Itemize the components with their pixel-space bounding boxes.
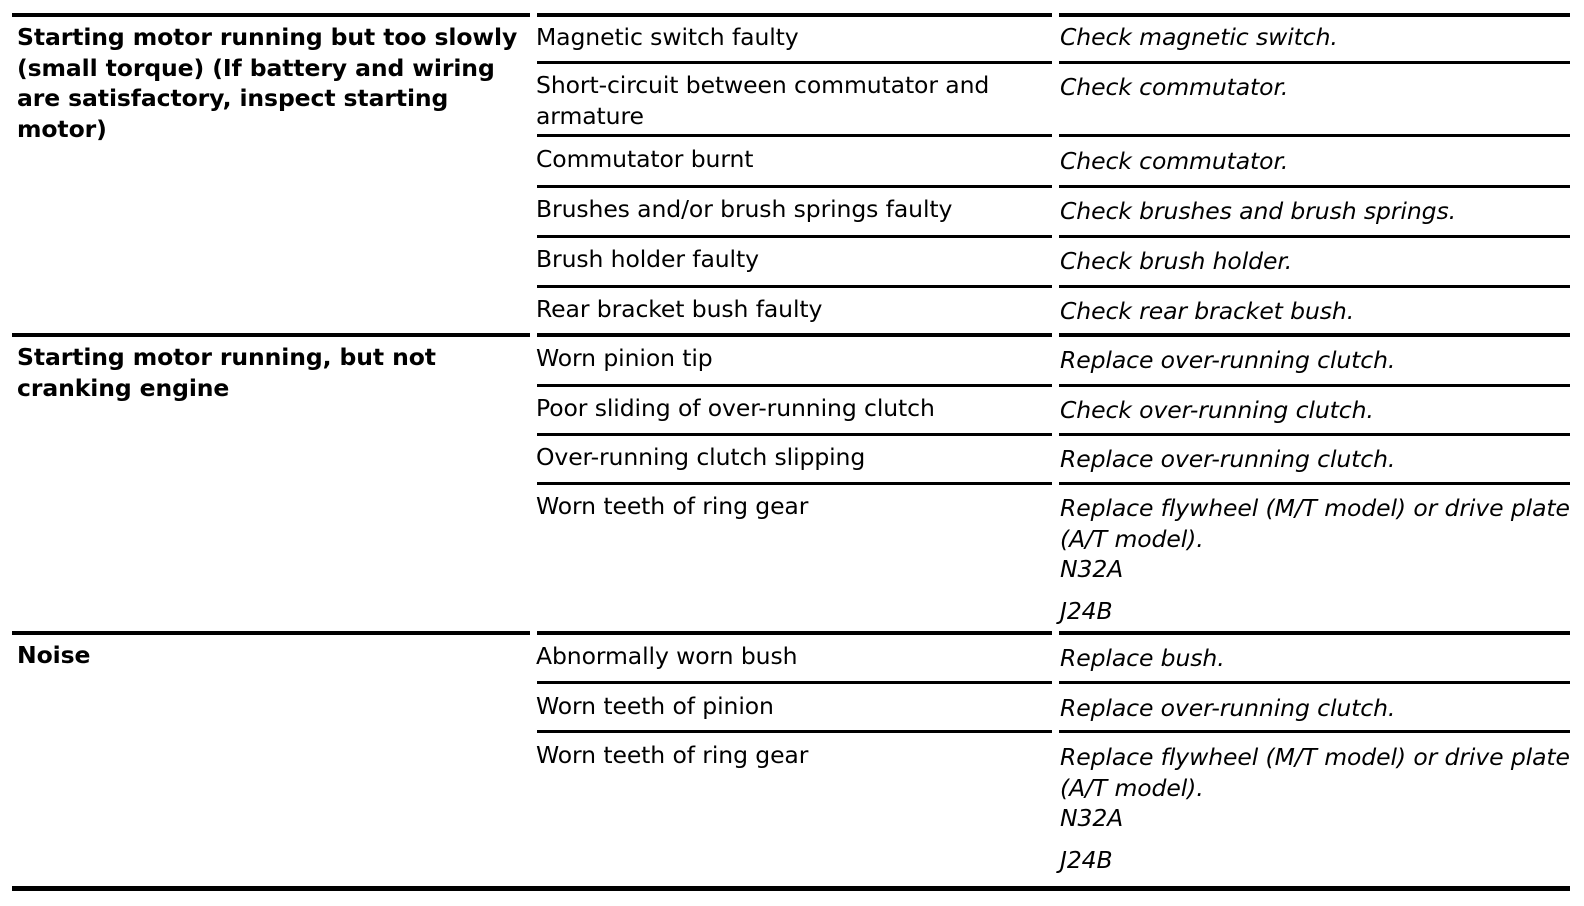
- section-divider: [12, 333, 530, 337]
- cause-cell-7: Worn pinion tip: [536, 344, 713, 372]
- row-separator: [537, 482, 1052, 485]
- row-separator: [537, 235, 1052, 238]
- action-text: Replace flywheel (M/T model) or drive pl…: [1060, 743, 1570, 802]
- symptom-cell-1: Starting motor running but too slowly (s…: [17, 23, 518, 143]
- row-separator: [537, 185, 1052, 188]
- row-separator: [537, 730, 1052, 733]
- table-bottom-rule: [12, 886, 1570, 891]
- section-divider: [1059, 333, 1570, 337]
- symptom-cell-3: Noise: [17, 641, 91, 669]
- row-separator: [1059, 61, 1570, 64]
- cause-cell-6: Rear bracket bush faulty: [536, 295, 823, 323]
- action-cell-11: Replace bush.: [1060, 644, 1225, 672]
- action-cell-3: Check commutator.: [1060, 147, 1289, 175]
- engine-code-j24b: J24B: [1060, 845, 1113, 874]
- cause-cell-9: Over-running clutch slipping: [536, 443, 866, 471]
- engine-code-n32a: N32A: [1060, 555, 1124, 583]
- row-separator: [537, 681, 1052, 684]
- action-cell-13: Replace flywheel (M/T model) or drive pl…: [1060, 742, 1570, 875]
- row-separator: [1059, 185, 1570, 188]
- row-separator: [537, 61, 1052, 64]
- row-separator: [537, 285, 1052, 288]
- section-divider: [12, 631, 530, 635]
- cause-cell-3: Commutator burnt: [536, 145, 754, 173]
- action-cell-4: Check brushes and brush springs.: [1060, 197, 1456, 225]
- action-cell-2: Check commutator.: [1060, 73, 1289, 101]
- cause-cell-1: Magnetic switch faulty: [536, 23, 799, 51]
- action-cell-1: Check magnetic switch.: [1060, 23, 1338, 51]
- cause-cell-12: Worn teeth of pinion: [536, 692, 774, 720]
- section-divider: [537, 333, 1052, 337]
- row-separator: [1059, 285, 1570, 288]
- table-top-rule-action: [1059, 13, 1570, 17]
- action-cell-8: Check over-running clutch.: [1060, 396, 1374, 424]
- table-top-rule-cause: [537, 13, 1052, 17]
- action-text: Replace flywheel (M/T model) or drive pl…: [1060, 494, 1570, 553]
- action-cell-6: Check rear bracket bush.: [1060, 297, 1355, 325]
- row-separator: [1059, 681, 1570, 684]
- engine-code-n32a: N32A: [1060, 804, 1124, 832]
- cause-cell-13: Worn teeth of ring gear: [536, 741, 809, 769]
- section-divider: [537, 631, 1052, 635]
- action-cell-5: Check brush holder.: [1060, 247, 1293, 275]
- row-separator: [1059, 235, 1570, 238]
- cause-cell-2: Short-circuit between commutator and arm…: [536, 71, 990, 130]
- cause-cell-10: Worn teeth of ring gear: [536, 492, 809, 520]
- action-cell-7: Replace over-running clutch.: [1060, 346, 1396, 374]
- row-separator: [537, 134, 1052, 137]
- action-cell-12: Replace over-running clutch.: [1060, 694, 1396, 722]
- row-separator: [1059, 433, 1570, 436]
- symptom-cell-2: Starting motor running, but not cranking…: [17, 343, 436, 402]
- row-separator: [537, 433, 1052, 436]
- engine-code-j24b: J24B: [1060, 596, 1113, 625]
- cause-cell-5: Brush holder faulty: [536, 245, 759, 273]
- table-top-rule-symptom: [12, 13, 530, 17]
- row-separator: [1059, 482, 1570, 485]
- row-separator: [1059, 730, 1570, 733]
- row-separator: [537, 384, 1052, 387]
- cause-cell-8: Poor sliding of over-running clutch: [536, 394, 935, 422]
- row-separator: [1059, 134, 1570, 137]
- cause-cell-4: Brushes and/or brush springs faulty: [536, 195, 953, 223]
- action-cell-10: Replace flywheel (M/T model) or drive pl…: [1060, 493, 1570, 626]
- action-cell-9: Replace over-running clutch.: [1060, 445, 1396, 473]
- cause-cell-11: Abnormally worn bush: [536, 642, 798, 670]
- row-separator: [1059, 384, 1570, 387]
- section-divider: [1059, 631, 1570, 635]
